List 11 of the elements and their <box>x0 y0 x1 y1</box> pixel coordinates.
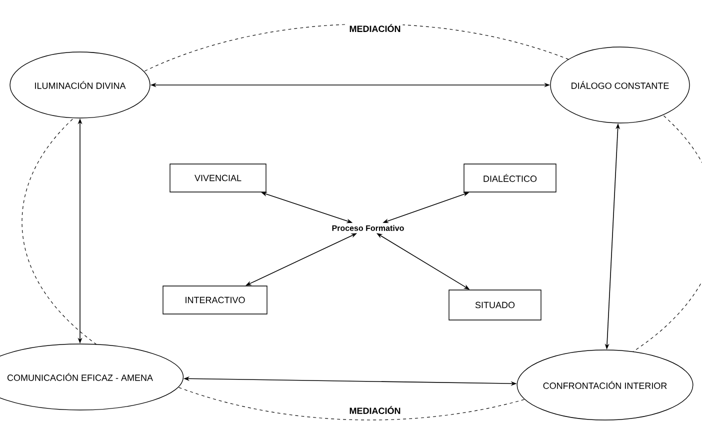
ellipse-node: CONFRONTACIÓN INTERIOR <box>516 350 694 420</box>
rectangle-box: INTERACTIVO <box>162 286 268 314</box>
ellipse-node: ILUMINACIÓN DIVINA <box>10 52 150 118</box>
mediation-label: MEDIACIÓN <box>347 22 403 34</box>
rectangle-box: DIALÉCTICO <box>464 164 556 192</box>
rectangle-box: SITUADO <box>448 290 542 320</box>
node-label: CONFRONTACIÓN INTERIOR <box>543 381 667 389</box>
rectangle-box: VIVENCIAL <box>170 164 266 192</box>
ellipse-node: DIÁLOGO CONSTANTE <box>550 46 690 124</box>
center-text: Proceso Formativo <box>332 225 404 231</box>
mediation-label: MEDIACIÓN <box>347 404 403 416</box>
